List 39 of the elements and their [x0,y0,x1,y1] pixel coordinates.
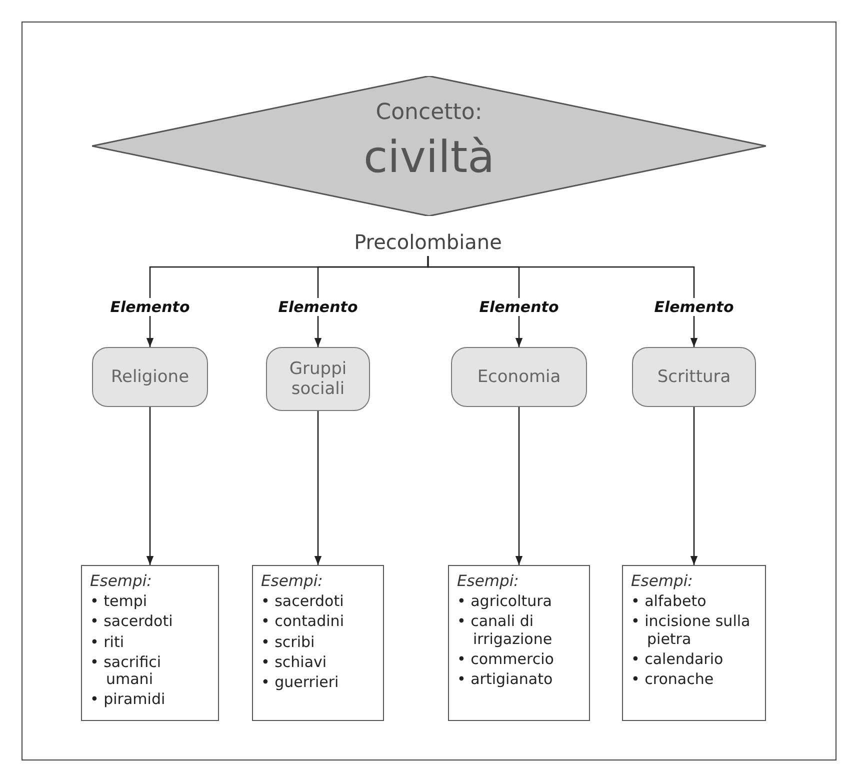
example-item: • contadini [261,613,345,630]
example-item: • piramidi [90,691,166,708]
examples-box [252,565,384,721]
element-box: Economia [451,347,587,407]
example-item: • guerrieri [261,674,340,692]
examples-box [81,565,219,721]
example-item: • canali di irrigazione [457,613,554,648]
arrow [314,411,322,565]
examples-heading: Esempi: [261,572,324,590]
examples-box [448,565,590,721]
concept-label: Concetto: [376,99,482,127]
example-item: • scribi [261,634,316,651]
arrow [515,407,523,565]
arrow [146,407,154,565]
example-item: • calendario [631,650,724,668]
example-item: • schiavi [261,654,328,671]
element-box: Gruppi sociali [266,347,370,411]
arrow [690,407,698,565]
concept-diamond [92,76,766,216]
examples-box [622,565,766,721]
example-item: • artigianato [457,671,554,688]
example-item: • alfabeto [631,593,708,610]
example-item: • commercio [457,650,555,668]
example-item: • tempi [90,593,148,610]
examples-heading: Esempi: [90,572,153,590]
example-item: • sacrifici umani [90,654,162,688]
element-box: Religione [92,347,208,407]
concept-title: civiltà [363,131,495,185]
element-box: Scrittura [632,347,756,407]
example-item: • cronache [631,671,715,688]
example-item: • sacerdoti [90,613,174,630]
examples-heading: Esempi: [631,572,694,590]
examples-heading: Esempi: [457,572,520,590]
example-item: • incisione sulla pietra [631,613,752,648]
example-item: • sacerdoti [261,593,345,610]
branch-heading: Precolombiane [354,230,502,254]
example-item: • riti [90,634,125,651]
example-item: • agricoltura [457,593,554,610]
arrow [427,256,698,347]
